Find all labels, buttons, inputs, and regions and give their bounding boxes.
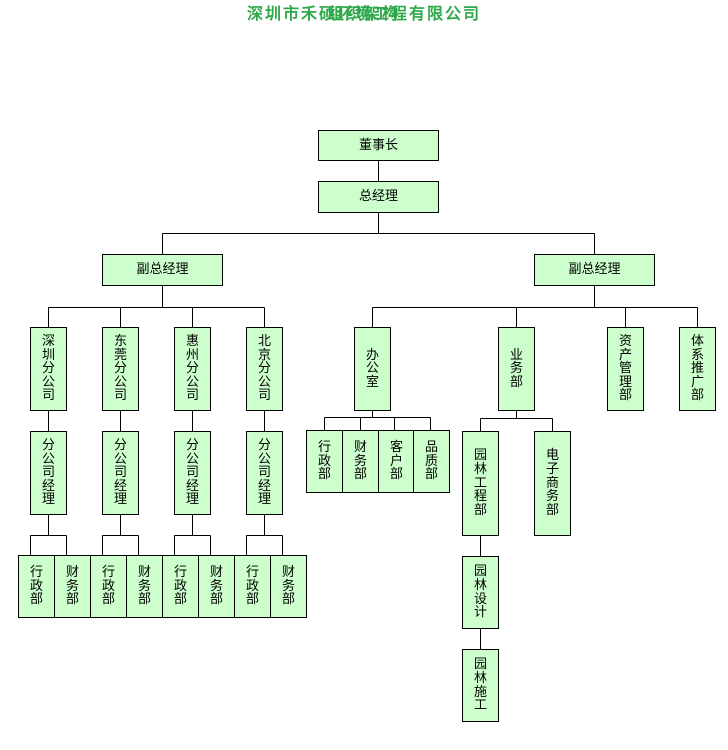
business-dept-box: 业务部 (498, 327, 535, 411)
dept-label: 财务部 (138, 565, 152, 608)
branch-dongguan-box: 东莞分公司 (102, 327, 139, 411)
business-dept-label: 业务部 (510, 347, 524, 390)
dept-label: 行政部 (246, 565, 260, 608)
system-promotion-box: 体系推广部 (679, 327, 716, 411)
shenzhen-admin-box: 行政部 (18, 555, 55, 618)
deputy-gm-left-box: 副总经理 (102, 254, 223, 286)
branch-dongguan-label: 东莞分公司 (114, 333, 128, 404)
chairman-label: 董事长 (358, 137, 398, 153)
deputy-gm-right-label: 副总经理 (568, 262, 621, 278)
branch-manager-label: 分公司经理 (42, 437, 56, 508)
dept-label: 行政部 (174, 565, 188, 608)
beijing-admin-box: 行政部 (234, 555, 271, 618)
garden-design-box: 园林设计 (462, 556, 499, 629)
dept-label: 财务部 (210, 565, 224, 608)
chart-subtitle: 组织架构 (327, 4, 400, 23)
branch-manager-label: 分公司经理 (114, 437, 128, 508)
office-finance-box: 财务部 (342, 430, 379, 493)
huizhou-finance-box: 财务部 (198, 555, 235, 618)
system-promotion-label: 体系推广部 (691, 333, 705, 404)
ecommerce-label: 电子商务部 (546, 448, 560, 518)
branch-manager-shenzhen-box: 分公司经理 (30, 431, 67, 515)
chairman-box: 董事长 (318, 130, 439, 161)
dongguan-admin-box: 行政部 (90, 555, 127, 618)
dept-label: 品质部 (425, 440, 439, 483)
branch-shenzhen-box: 深圳分公司 (30, 327, 67, 411)
branch-huizhou-box: 惠州分公司 (174, 327, 211, 411)
office-admin-box: 行政部 (306, 430, 343, 493)
office-box: 办公室 (354, 327, 391, 411)
branch-manager-dongguan-box: 分公司经理 (102, 431, 139, 515)
branch-shenzhen-label: 深圳分公司 (42, 333, 56, 404)
dept-label: 财务部 (282, 565, 296, 608)
branch-manager-label: 分公司经理 (186, 437, 200, 508)
garden-design-label: 园林设计 (474, 564, 488, 621)
garden-construction-box: 园林施工 (462, 649, 499, 722)
asset-management-box: 资产管理部 (607, 327, 644, 411)
ecommerce-box: 电子商务部 (534, 431, 571, 536)
dept-label: 客户部 (390, 440, 404, 483)
shenzhen-finance-box: 财务部 (54, 555, 91, 618)
branch-beijing-label: 北京分公司 (258, 333, 272, 404)
branch-huizhou-label: 惠州分公司 (186, 333, 200, 404)
garden-engineering-box: 园林工程部 (462, 431, 499, 536)
branch-manager-beijing-box: 分公司经理 (246, 431, 283, 515)
office-label: 办公室 (366, 347, 380, 390)
dept-label: 行政部 (102, 565, 116, 608)
branch-manager-huizhou-box: 分公司经理 (174, 431, 211, 515)
dongguan-finance-box: 财务部 (126, 555, 163, 618)
branch-manager-label: 分公司经理 (258, 437, 272, 508)
deputy-gm-left-label: 副总经理 (136, 262, 189, 278)
deputy-gm-right-box: 副总经理 (534, 254, 655, 286)
branch-beijing-box: 北京分公司 (246, 327, 283, 411)
company-title: 深圳市禾硕环境工程有限公司 (246, 4, 481, 23)
huizhou-admin-box: 行政部 (162, 555, 199, 618)
garden-construction-label: 园林施工 (474, 657, 488, 714)
general-manager-box: 总经理 (318, 181, 439, 213)
general-manager-label: 总经理 (358, 189, 398, 205)
dept-label: 行政部 (30, 565, 44, 608)
dept-label: 行政部 (318, 440, 332, 483)
garden-engineering-label: 园林工程部 (474, 448, 488, 518)
dept-label: 财务部 (66, 565, 80, 608)
asset-management-label: 资产管理部 (619, 333, 633, 404)
dept-label: 财务部 (354, 440, 368, 483)
office-quality-box: 品质部 (413, 430, 450, 493)
beijing-finance-box: 财务部 (270, 555, 307, 618)
office-customer-box: 客户部 (378, 430, 415, 493)
